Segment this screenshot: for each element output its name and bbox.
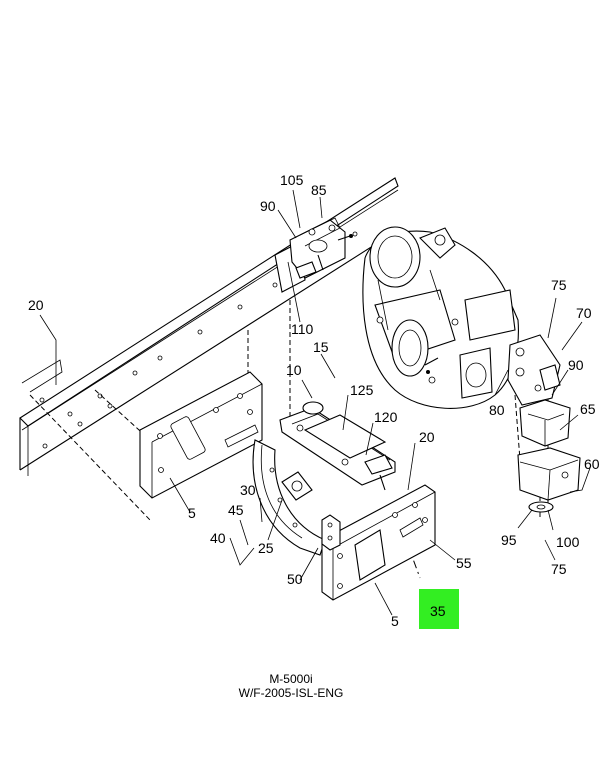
callout-numbers: 105 85 90 20 110 15 10 125 120 20 5 30 4… — [28, 172, 600, 629]
callout-90-b: 90 — [568, 357, 584, 373]
callout-75: 75 — [551, 277, 567, 293]
right-engine-mount — [507, 334, 561, 406]
flywheel-housing — [362, 226, 519, 409]
callout-50: 50 — [287, 571, 303, 587]
callout-35: 35 — [430, 603, 446, 619]
callout-120: 120 — [374, 409, 398, 425]
lower-mount-bracket — [517, 447, 581, 501]
callout-25: 25 — [258, 540, 274, 556]
callout-125: 125 — [350, 382, 374, 398]
bracket-plate-right — [321, 484, 436, 601]
upper-engine-mount — [274, 217, 353, 293]
crossmember-plate — [279, 407, 396, 491]
washer-10 — [302, 401, 324, 415]
callout-105: 105 — [280, 172, 304, 188]
callout-20: 20 — [28, 297, 44, 313]
callout-60: 60 — [584, 456, 600, 472]
callout-30: 30 — [240, 482, 256, 498]
curved-brace — [252, 439, 326, 556]
callout-5: 5 — [188, 505, 196, 521]
callout-100: 100 — [556, 534, 580, 550]
callout-40: 40 — [210, 530, 226, 546]
callout-55: 55 — [456, 555, 472, 571]
callout-45: 45 — [228, 502, 244, 518]
callout-75-b: 75 — [551, 561, 567, 577]
callout-65: 65 — [580, 401, 596, 417]
callout-5-b: 5 — [391, 613, 399, 629]
callout-95: 95 — [501, 532, 517, 548]
caption-code: W/F-2005-ISL-ENG — [239, 686, 344, 700]
bracket-plate-left — [139, 371, 263, 499]
rail-holes — [39, 231, 358, 449]
highlight-callout-35[interactable]: 35 — [419, 589, 459, 629]
caption-model: M-5000i — [269, 672, 312, 686]
isolator-25 — [281, 471, 313, 501]
callout-110: 110 — [291, 321, 314, 337]
callout-15: 15 — [313, 339, 329, 355]
callout-90: 90 — [260, 198, 276, 214]
callout-80: 80 — [489, 402, 505, 418]
callout-85: 85 — [311, 182, 327, 198]
rubber-insulator — [519, 399, 571, 447]
frame-rail — [19, 177, 399, 476]
callout-70: 70 — [576, 305, 592, 321]
mount-washer — [528, 501, 554, 513]
callout-20-b: 20 — [419, 429, 435, 445]
highlight-box[interactable] — [419, 589, 459, 629]
leader-lines — [39, 189, 591, 616]
drawing-caption: M-5000i W/F-2005-ISL-ENG — [239, 672, 344, 700]
callout-10: 10 — [286, 362, 302, 378]
